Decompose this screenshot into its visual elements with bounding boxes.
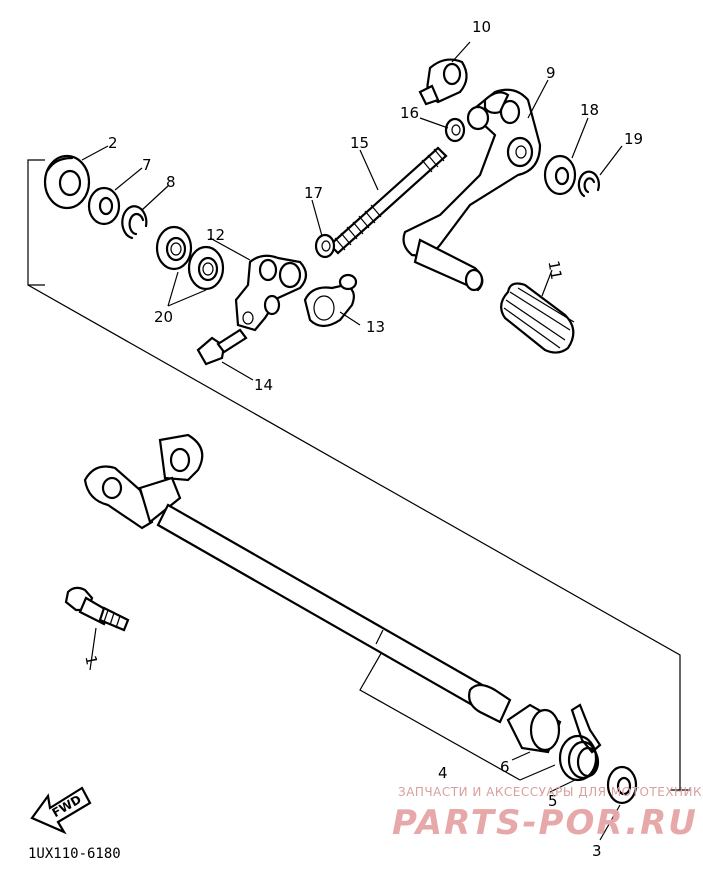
callout-12: 12: [206, 226, 225, 244]
callout-16: 16: [400, 104, 419, 122]
callout-labels: 1 2 3 4 5 6 7 8 9 10 11 12 13 14 15 16 1…: [81, 18, 643, 860]
fwd-arrow-icon: FWD: [30, 786, 92, 835]
part-rod-end-10[interactable]: [418, 58, 468, 106]
part-pedal-rubber-11[interactable]: [500, 282, 575, 354]
callout-14: 14: [254, 376, 273, 394]
callout-2: 2: [108, 134, 118, 152]
part-rod-end-13[interactable]: [303, 273, 358, 328]
part-nut-17[interactable]: [314, 233, 336, 259]
part-bearing-20a[interactable]: [155, 225, 193, 271]
part-circlip-19[interactable]: [577, 170, 600, 198]
callout-5: 5: [548, 792, 558, 810]
callout-11: 11: [544, 259, 565, 281]
callout-17: 17: [304, 184, 323, 202]
part-shift-shaft[interactable]: [83, 433, 512, 724]
watermark-line1: ЗАПЧАСТИ И АКСЕССУАРЫ ДЛЯ МОТОТЕХНИКИ: [398, 785, 703, 799]
part-oil-seal-2[interactable]: [43, 154, 91, 210]
part-bolt-14[interactable]: [196, 328, 248, 366]
callout-8: 8: [166, 173, 176, 191]
assembly-bracket-lines: [27, 159, 690, 791]
part-washer-3[interactable]: [606, 765, 638, 805]
callout-13: 13: [366, 318, 385, 336]
part-shift-rod-15[interactable]: [328, 146, 448, 255]
part-torsion-spring-5[interactable]: [558, 703, 602, 782]
part-bearing-20b[interactable]: [187, 245, 225, 291]
part-shift-arm-12[interactable]: [234, 254, 308, 332]
part-circlip-8[interactable]: [121, 205, 148, 240]
callout-6: 6: [500, 758, 510, 776]
watermark: ЗАПЧАСТИ И АКСЕССУАРЫ ДЛЯ МОТОТЕХНИКИ PA…: [392, 785, 703, 843]
callout-19: 19: [624, 130, 643, 148]
callout-9: 9: [546, 64, 556, 82]
callout-18: 18: [580, 101, 599, 119]
part-collar-6[interactable]: [506, 703, 562, 754]
callout-3: 3: [592, 842, 602, 860]
part-shift-pedal-9[interactable]: [402, 88, 542, 292]
callout-10: 10: [472, 18, 491, 36]
diagram-code: 1UX110-6180: [28, 846, 121, 862]
part-washer-18[interactable]: [543, 154, 577, 196]
part-collar-16[interactable]: [444, 117, 466, 143]
leader-lines: [81, 41, 623, 841]
callout-4: 4: [438, 764, 448, 782]
callout-20: 20: [154, 308, 173, 326]
callout-15: 15: [350, 134, 369, 152]
part-washer-7[interactable]: [87, 186, 121, 226]
watermark-line2: PARTS-POR.RU: [392, 803, 698, 843]
callout-7: 7: [142, 156, 152, 174]
part-stud-bolt-1[interactable]: [64, 586, 130, 632]
callout-1: 1: [81, 654, 100, 667]
